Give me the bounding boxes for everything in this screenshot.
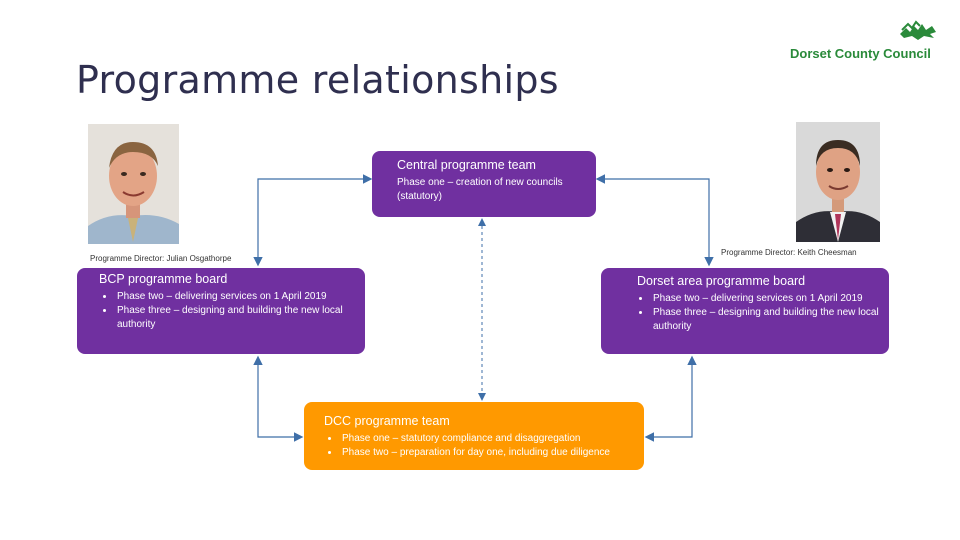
lion-emblem-icon <box>900 20 936 40</box>
director-photo-left <box>88 124 179 244</box>
dcc-item: Phase one – statutory compliance and dis… <box>340 432 634 446</box>
dcc-item: Phase two – preparation for day one, inc… <box>340 446 634 460</box>
bcp-title: BCP programme board <box>99 272 228 286</box>
dorset-title: Dorset area programme board <box>637 274 806 288</box>
dorset-item: Phase two – delivering services on 1 Apr… <box>651 292 879 306</box>
dorset-item: Phase three – designing and building the… <box>651 306 879 334</box>
bcp-item: Phase three – designing and building the… <box>115 304 355 332</box>
connector-central-dorset <box>595 174 714 267</box>
slide-title: Programme relationships <box>76 58 559 102</box>
central-text: Phase one – creation of new councils (st… <box>397 177 563 202</box>
logo-text: Dorset County Council <box>790 46 931 61</box>
connector-bcp-dcc <box>253 355 304 442</box>
bcp-programme-board-box: BCP programme board Phase two – deliveri… <box>77 268 365 354</box>
director-right-label: Programme Director: Keith Cheesman <box>721 248 857 257</box>
connector-central-bcp <box>253 174 373 267</box>
central-title: Central programme team <box>397 158 536 172</box>
director-photo-right <box>796 122 880 242</box>
dcc-title: DCC programme team <box>324 414 450 428</box>
dcc-programme-team-box: DCC programme team Phase one – statutory… <box>304 402 644 470</box>
connector-dorset-dcc <box>644 355 697 442</box>
dorset-logo: Dorset County Council <box>790 20 940 64</box>
bcp-item: Phase two – delivering services on 1 Apr… <box>115 290 355 304</box>
central-programme-team-box: Central programme team Phase one – creat… <box>372 151 596 217</box>
dorset-area-programme-board-box: Dorset area programme board Phase two – … <box>601 268 889 354</box>
director-left-label: Programme Director: Julian Osgathorpe <box>90 254 232 263</box>
